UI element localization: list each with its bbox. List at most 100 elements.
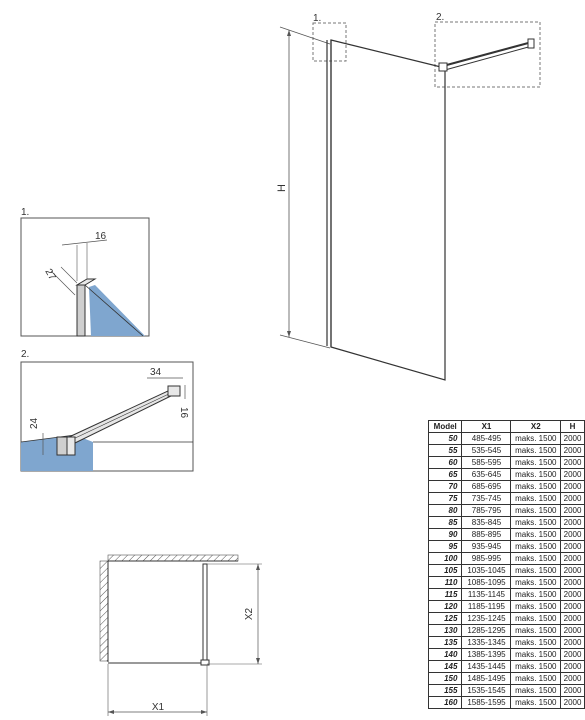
height-arrow-bottom [287, 331, 291, 337]
cell-h: 2000 [560, 552, 585, 565]
cell-model: 100 [427, 552, 463, 565]
cell-h: 2000 [560, 624, 585, 637]
cell-model: 135 [427, 636, 463, 649]
cell-x2: maks. 1500 [510, 696, 562, 709]
plan-x2-label: X2 [244, 607, 255, 620]
cell-x2: maks. 1500 [510, 624, 562, 637]
cell-h: 2000 [560, 444, 585, 457]
cell-h: 2000 [560, 696, 585, 709]
cell-model: 75 [427, 492, 463, 505]
detail-1-dim-a: 16 [95, 231, 107, 242]
glass-panel-outline [330, 39, 446, 381]
cell-x1: 1435-1445 [461, 660, 512, 673]
cell-model: 125 [427, 612, 463, 625]
plan-panel-foot [200, 659, 210, 666]
cell-model: 50 [427, 432, 463, 445]
detail-2-clamp [56, 436, 68, 456]
detail-1-glass [89, 285, 145, 336]
cell-x2: maks. 1500 [510, 468, 562, 481]
cell-h: 2000 [560, 588, 585, 601]
cell-x1: 935-945 [461, 540, 512, 553]
cell-x1: 885-895 [461, 528, 512, 541]
cell-x1: 685-695 [461, 480, 512, 493]
cell-h: 2000 [560, 612, 585, 625]
cell-x2: maks. 1500 [510, 612, 562, 625]
height-label: H [276, 184, 288, 192]
cell-x2: maks. 1500 [510, 588, 562, 601]
cell-x2: maks. 1500 [510, 636, 562, 649]
callout-1-box [312, 22, 347, 62]
cell-x1: 635-645 [461, 468, 512, 481]
plan-top-wall [107, 554, 239, 562]
cell-x2: maks. 1500 [510, 684, 562, 697]
cell-h: 2000 [560, 636, 585, 649]
plan-view: X2 X1 [99, 554, 262, 716]
height-ext-bottom [279, 334, 331, 349]
height-ext-top [279, 26, 331, 45]
cell-x2: maks. 1500 [510, 516, 562, 529]
cell-model: 150 [427, 672, 463, 685]
cell-x1: 1485-1495 [461, 672, 512, 685]
cell-x2: maks. 1500 [510, 528, 562, 541]
cell-x2: maks. 1500 [510, 564, 562, 577]
cell-model: 110 [427, 576, 463, 589]
cell-x1: 535-545 [461, 444, 512, 457]
cell-x2: maks. 1500 [510, 600, 562, 613]
cell-x2: maks. 1500 [510, 576, 562, 589]
cell-model: 65 [427, 468, 463, 481]
cell-model: 105 [427, 564, 463, 577]
stabilizer-bar-edge [444, 45, 533, 71]
stabilizer-wall-mount [527, 38, 535, 49]
plan-x1-label: X1 [152, 702, 165, 713]
cell-model: 95 [427, 540, 463, 553]
cell-h: 2000 [560, 432, 585, 445]
detail-1-dim16-line [61, 239, 108, 246]
detail-1-profile-top [75, 278, 97, 286]
cell-x1: 1135-1145 [461, 588, 512, 601]
detail-1-dim-b: 27 [42, 267, 57, 283]
cell-x2: maks. 1500 [510, 540, 562, 553]
cell-x1: 485-495 [461, 432, 512, 445]
cell-x2: maks. 1500 [510, 492, 562, 505]
cell-x1: 785-795 [461, 504, 512, 517]
detail-1-title: 1. [21, 207, 29, 218]
cell-x1: 1385-1395 [461, 648, 512, 661]
cell-x2: maks. 1500 [510, 444, 562, 457]
cell-x1: 1035-1045 [461, 564, 512, 577]
cell-model: 85 [427, 516, 463, 529]
stabilizer-bar [442, 41, 533, 67]
detail-2-clamp-front [66, 436, 76, 456]
cell-x1: 1585-1595 [461, 696, 512, 709]
cell-h: 2000 [560, 516, 585, 529]
cell-h: 2000 [560, 576, 585, 589]
plan-left-wall [99, 560, 109, 662]
cell-model: 90 [427, 528, 463, 541]
cell-x1: 735-745 [461, 492, 512, 505]
cell-x2: maks. 1500 [510, 672, 562, 685]
cell-model: 60 [427, 456, 463, 469]
detail-1-dim27-line [50, 270, 76, 296]
detail-2-wall-block [167, 385, 181, 397]
detail-1-glass-edge [84, 284, 144, 337]
detail-2-dim-c: 24 [29, 417, 40, 429]
cell-x2: maks. 1500 [510, 552, 562, 565]
